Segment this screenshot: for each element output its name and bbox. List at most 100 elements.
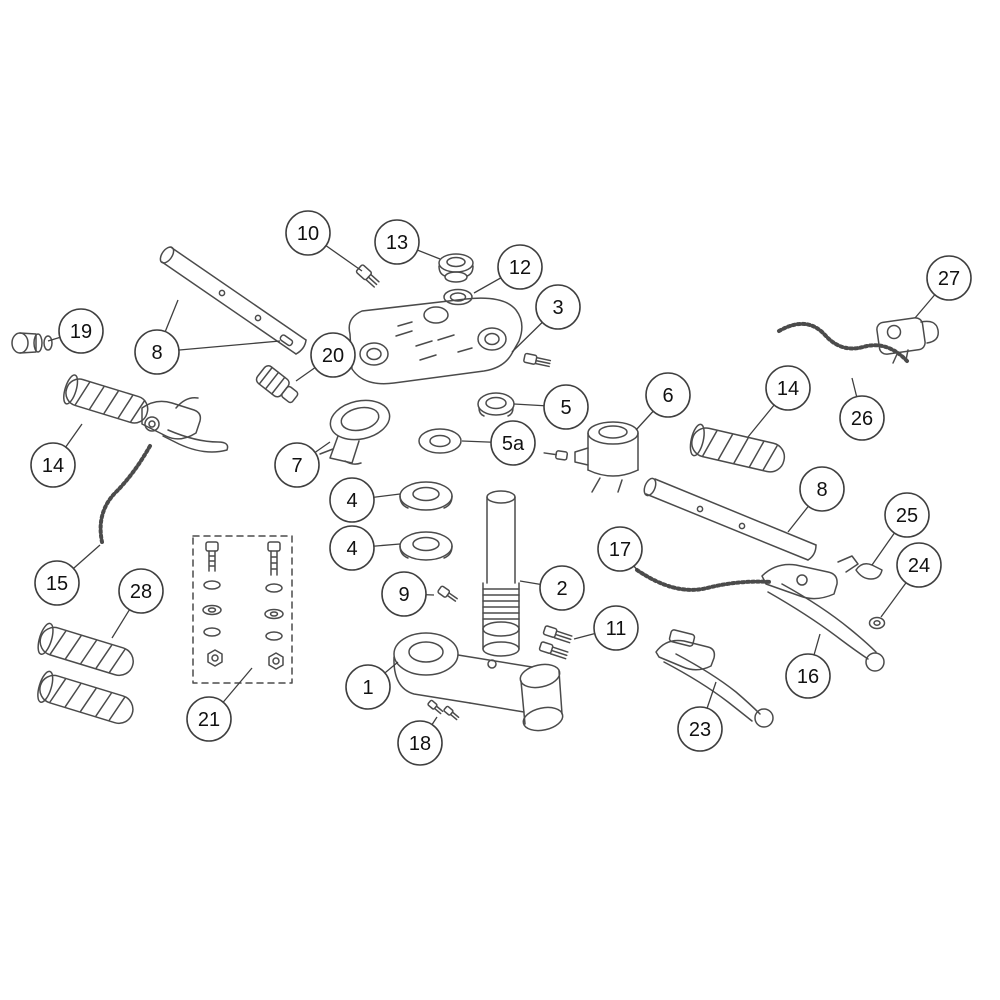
callout-number: 16	[797, 666, 819, 688]
part-handlebar-tube-right	[643, 477, 817, 561]
part-washer-24	[868, 616, 886, 630]
part-clip-25	[855, 563, 883, 580]
callout-circle	[186, 696, 232, 742]
callout-balloon-7: 7	[274, 442, 320, 488]
callout-balloon-26: 26	[839, 395, 885, 441]
callout-number: 20	[322, 345, 344, 367]
callout-balloon-18: 18	[397, 720, 443, 766]
part-steering-stem	[482, 490, 520, 657]
callout-balloon-10: 10	[285, 210, 331, 256]
part-screw-18a	[427, 699, 444, 715]
part-hardware-kit	[192, 535, 293, 684]
callout-circle	[884, 492, 930, 538]
callout-circle	[285, 210, 331, 256]
callout-balloon-8: 8	[134, 329, 180, 375]
part-bolt-11b	[538, 641, 569, 660]
callout-number: 24	[908, 555, 930, 577]
part-cable-26	[777, 322, 909, 363]
callout-number: 27	[938, 268, 960, 290]
callout-balloon-11: 11	[593, 605, 639, 651]
part-handlebar-tube-left	[159, 246, 307, 355]
callout-balloon-25: 25	[884, 492, 930, 538]
callout-circle	[134, 329, 180, 375]
callout-number: 14	[42, 455, 64, 477]
callout-circle	[345, 664, 391, 710]
part-grip-28b	[37, 670, 134, 725]
callout-number: 4	[346, 490, 357, 512]
callout-balloon-17: 17	[597, 526, 643, 572]
callout-circle	[490, 420, 536, 466]
part-washer-5a	[418, 428, 462, 454]
callout-number: 5	[560, 397, 571, 419]
part-bearing-lower	[399, 531, 453, 561]
callout-balloon-27: 27	[926, 255, 972, 301]
callout-circle	[34, 560, 80, 606]
callout-number: 25	[896, 505, 918, 527]
callout-number: 13	[386, 232, 408, 254]
callout-circle	[118, 568, 164, 614]
callout-circle	[839, 395, 885, 441]
part-grip-right	[689, 423, 786, 473]
callout-number: 28	[130, 581, 152, 603]
callout-balloon-8: 8	[799, 466, 845, 512]
callout-circle	[381, 571, 427, 617]
callout-number: 8	[151, 342, 162, 364]
callout-number: 14	[777, 378, 799, 400]
part-bolt-10	[355, 264, 380, 288]
callout-circle	[274, 442, 320, 488]
part-stem-cap	[438, 253, 474, 283]
part-switch-27	[876, 317, 940, 364]
callout-number: 10	[297, 223, 319, 245]
callout-number: 4	[346, 538, 357, 560]
callout-number: 1	[362, 677, 373, 699]
callout-circle	[329, 525, 375, 571]
callout-balloon-28: 28	[118, 568, 164, 614]
callout-number: 6	[662, 385, 673, 407]
callout-balloon-20: 20	[310, 332, 356, 378]
callout-circle	[896, 542, 942, 588]
callout-number: 5a	[502, 433, 525, 455]
callout-balloon-21: 21	[186, 696, 232, 742]
part-brake-lever-16	[761, 555, 885, 672]
callout-number: 18	[409, 733, 431, 755]
callout-circle	[785, 653, 831, 699]
callout-number: 26	[851, 408, 873, 430]
callout-circle	[310, 332, 356, 378]
callout-balloon-5: 5	[543, 384, 589, 430]
part-cable-17	[635, 568, 773, 592]
part-bolt-9	[437, 585, 458, 602]
part-screw-18b	[443, 705, 460, 721]
callout-circle	[539, 565, 585, 611]
callout-number: 17	[609, 539, 631, 561]
part-bearing-upper	[399, 481, 453, 511]
callout-balloon-15: 15	[34, 560, 80, 606]
part-bar-end-weight	[255, 365, 299, 404]
callout-circle	[397, 720, 443, 766]
callout-balloon-23: 23	[677, 706, 723, 752]
callout-number: 23	[689, 719, 711, 741]
callout-balloon-2: 2	[539, 565, 585, 611]
parts-artwork	[11, 246, 940, 732]
callout-circle	[543, 384, 589, 430]
part-bolt-3	[523, 352, 552, 368]
callout-balloon-4: 4	[329, 525, 375, 571]
part-bottom-yoke	[393, 632, 564, 732]
part-bolt-11a	[542, 625, 573, 644]
part-grip-lever-left	[63, 374, 229, 453]
callout-circle	[645, 372, 691, 418]
callout-balloon-14: 14	[765, 365, 811, 411]
callout-circle	[30, 442, 76, 488]
callout-balloon-16: 16	[785, 653, 831, 699]
callout-circle	[597, 526, 643, 572]
callout-balloon-14: 14	[30, 442, 76, 488]
part-washer-12	[443, 288, 473, 306]
callout-circle	[374, 219, 420, 265]
part-top-yoke	[348, 297, 523, 385]
callout-circle	[926, 255, 972, 301]
callout-circle	[535, 284, 581, 330]
part-clamp-7	[319, 399, 391, 465]
callout-number: 8	[816, 479, 827, 501]
